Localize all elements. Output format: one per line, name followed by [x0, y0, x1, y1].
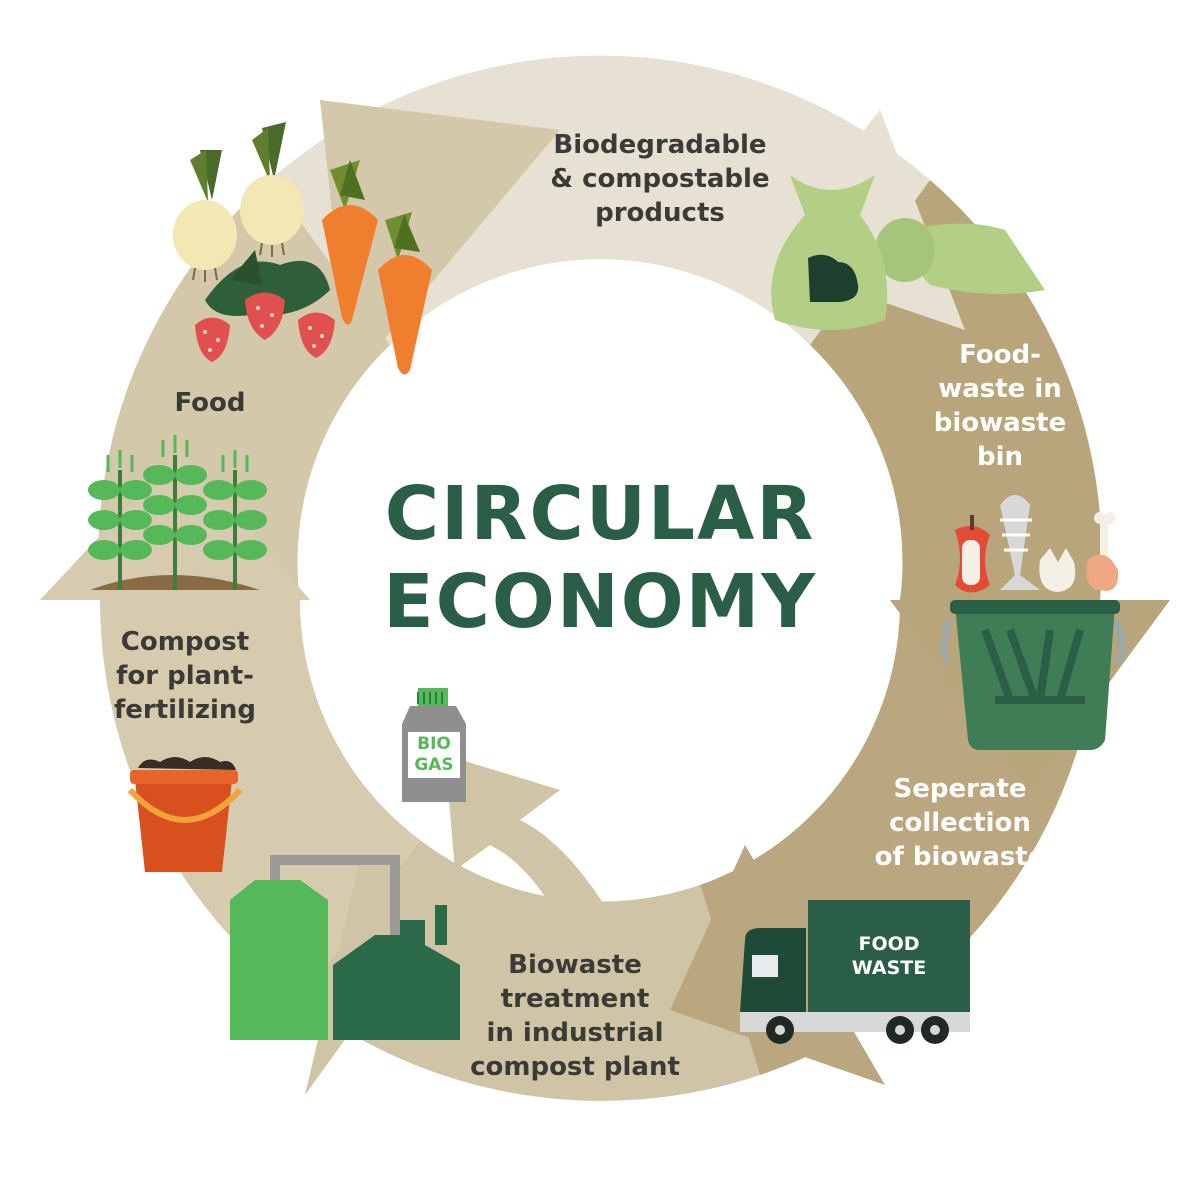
arrow-to-biogas [445, 755, 620, 940]
step-label-food: Food [174, 388, 246, 418]
biogas-label-line-2: GAS [414, 755, 454, 775]
ring-segment-compost [100, 600, 420, 1000]
bucket-icon [127, 757, 243, 872]
vegetables-icon [173, 122, 432, 375]
step-label-collection: Seperate collection of biowaste [874, 774, 1046, 872]
step-label-compost: Compost for plant- fertilizing [113, 627, 257, 725]
step-label-products: Biodegradable & compostable products [550, 130, 770, 228]
truck-label: FOOD WASTE [851, 933, 927, 979]
biogas-label-line-1: BIO [417, 734, 451, 754]
biogas-bottle-icon [402, 688, 466, 802]
seedlings-icon [88, 435, 267, 590]
step-label-bin: Food- waste in biowaste bin [933, 340, 1067, 472]
bag-icon [771, 175, 1045, 330]
biogas-label: BIO GAS [408, 734, 460, 776]
arrow-head-top [320, 100, 560, 380]
step-label-treatment: Biowaste treatment in industrial compost… [470, 950, 680, 1082]
bin-icon [940, 600, 1126, 750]
food-scraps-icon [955, 495, 1119, 593]
truck-icon [740, 900, 970, 1044]
diagram-title: CIRCULAR ECONOMY [383, 471, 817, 645]
compost-plant-icon [230, 855, 460, 1040]
